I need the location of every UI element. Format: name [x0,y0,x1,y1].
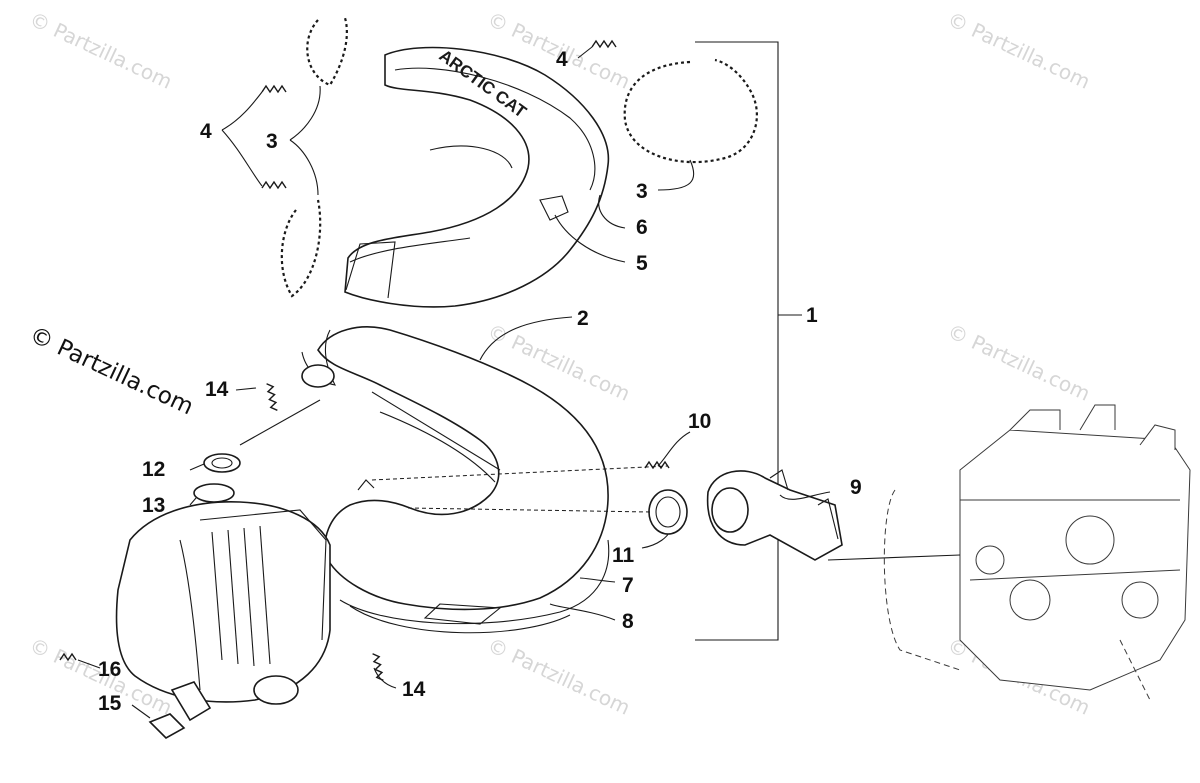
muffler [115,483,331,739]
callout-3: 3 [636,180,648,203]
heat-shield: ARCTIC CAT [344,46,610,308]
engine-block [883,404,1191,701]
leader-lines [77,46,961,719]
expansion-chamber [301,326,610,634]
flange-ring-inner [655,496,681,528]
watermark: © Partzilla.com [484,633,634,720]
watermark: © Partzilla.com [26,7,176,94]
watermark: © Partzilla.com [944,319,1094,406]
callout-3: 3 [266,130,278,153]
callout-10: 10 [688,410,711,433]
callout-12: 12 [142,458,165,481]
callout-9: 9 [850,476,862,499]
callout-4: 4 [556,48,568,71]
alignment-line [371,465,669,481]
seal-ring [203,453,241,473]
exhaust-manifold [706,469,843,561]
alignment-line [407,507,651,513]
callout-1: 1 [806,304,818,327]
callout-4: 4 [200,120,212,143]
callout-11: 11 [612,544,635,567]
callout-14: 14 [205,378,229,401]
spring [261,84,287,94]
retaining-band [623,58,758,164]
seal-ring-inner [211,457,233,469]
watermark: © Partzilla.com [944,7,1094,94]
callout-15: 15 [98,692,122,715]
spring [59,652,77,662]
watermark-primary: © Partzilla.com [25,322,197,421]
spring [591,39,617,49]
callout-13: 13 [142,494,165,517]
retaining-chain [306,17,348,87]
spring [372,653,384,681]
callout-8: 8 [622,610,634,633]
callout-5: 5 [636,252,648,275]
assembly-bracket [695,41,802,641]
callout-2: 2 [577,307,589,330]
callout-7: 7 [622,574,634,597]
retaining-chain [280,199,322,298]
callout-labels: 1 2 3 3 4 4 5 6 7 8 9 10 11 12 13 14 14 … [98,48,862,715]
callout-6: 6 [636,216,648,239]
spring [266,383,278,411]
callout-16: 16 [98,658,121,681]
spring [644,460,670,470]
spring [261,180,287,190]
callout-14: 14 [402,678,426,701]
